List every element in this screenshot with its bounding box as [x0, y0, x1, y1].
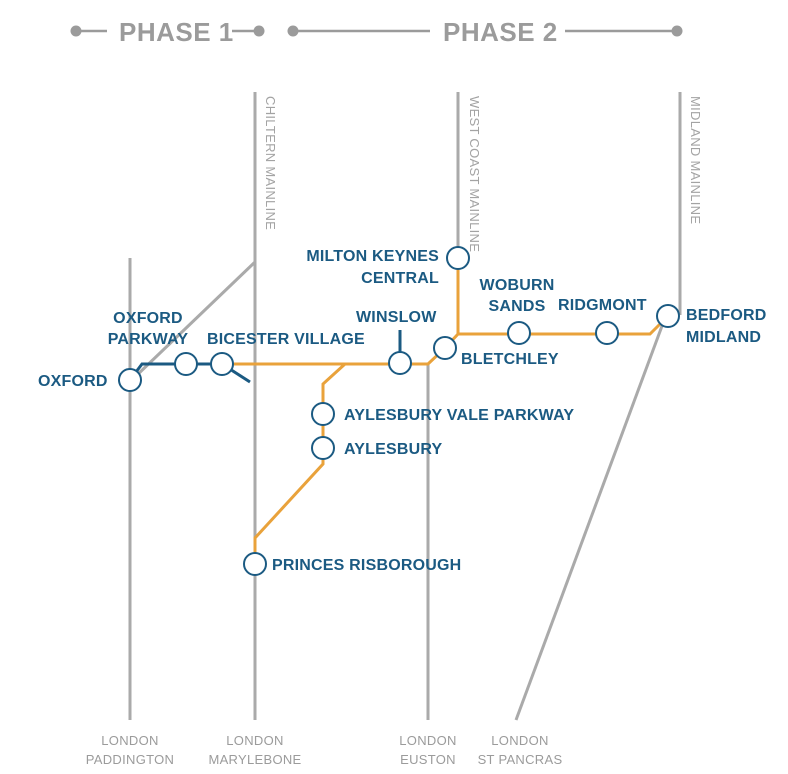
station-bicester-village	[210, 352, 234, 376]
ridgmont-label: RIDGMONT	[558, 297, 647, 314]
euston-label-line1: LONDON	[399, 733, 456, 748]
phase2-aylesbury-branch	[253, 362, 347, 564]
phase1-bracket-right-dot	[253, 25, 265, 37]
oxford-parkway-label-line1: OXFORD	[113, 310, 183, 327]
marylebone-label-line2: MARYLEBONE	[208, 752, 301, 767]
station-winslow	[388, 351, 412, 375]
termini-labels: LONDON PADDINGTON LONDON MARYLEBONE LOND…	[86, 733, 563, 767]
station-bletchley	[433, 336, 457, 360]
station-princes-risborough	[243, 552, 267, 576]
west-coast-mainline-label: WEST COAST MAINLINE	[467, 96, 482, 252]
station-bedford-midland	[656, 304, 680, 328]
station-milton-keynes-central	[446, 246, 470, 270]
bedford-midland-label-line2: MIDLAND	[686, 329, 761, 346]
princes-risborough-label: PRINCES RISBOROUGH	[272, 557, 461, 574]
st-pancras-label-line2: ST PANCRAS	[478, 752, 563, 767]
station-oxford	[118, 368, 142, 392]
station-aylesbury	[311, 436, 335, 460]
midland-mainline-label: MIDLAND MAINLINE	[688, 96, 703, 224]
milton-keynes-label-line2: CENTRAL	[361, 270, 439, 287]
phase1-bracket-left-dot	[70, 25, 82, 37]
station-labels: OXFORD OXFORD PARKWAY BICESTER VILLAGE W…	[38, 248, 767, 574]
phase-header: PHASE 1 PHASE 2	[70, 17, 683, 47]
marylebone-label-line1: LONDON	[226, 733, 283, 748]
st-pancras-label-line1: LONDON	[491, 733, 548, 748]
phase2-bedford-segment	[458, 314, 670, 336]
midland-mainline-south	[514, 325, 664, 721]
station-oxford-parkway	[174, 352, 198, 376]
woburn-sands-label-line2: SANDS	[488, 298, 545, 315]
euston-label-line2: EUSTON	[400, 752, 456, 767]
aylesbury-vale-parkway-label: AYLESBURY VALE PARKWAY	[344, 407, 574, 424]
paddington-label-line1: LONDON	[101, 733, 158, 748]
paddington-label-line2: PADDINGTON	[86, 752, 174, 767]
station-aylesbury-vale-parkway	[311, 402, 335, 426]
bedford-midland-label-line1: BEDFORD	[686, 307, 767, 324]
bletchley-label: BLETCHLEY	[461, 351, 559, 368]
woburn-sands-label-line1: WOBURN	[480, 277, 555, 294]
aylesbury-label: AYLESBURY	[344, 441, 443, 458]
phase1-label: PHASE 1	[119, 17, 234, 47]
stations	[118, 246, 680, 576]
chiltern-oxford-link	[134, 260, 257, 378]
bicester-village-label: BICESTER VILLAGE	[207, 331, 365, 348]
phase2-label: PHASE 2	[443, 17, 558, 47]
chiltern-mainline-label: CHILTERN MAINLINE	[263, 96, 278, 230]
phase2-bracket-right-dot	[671, 25, 683, 37]
existing-lines	[128, 92, 682, 721]
station-ridgmont	[595, 321, 619, 345]
milton-keynes-label-line1: MILTON KEYNES	[306, 248, 439, 265]
winslow-label: WINSLOW	[356, 309, 437, 326]
station-woburn-sands	[507, 321, 531, 345]
oxford-label: OXFORD	[38, 373, 108, 390]
oxford-parkway-label-line2: PARKWAY	[108, 331, 189, 348]
